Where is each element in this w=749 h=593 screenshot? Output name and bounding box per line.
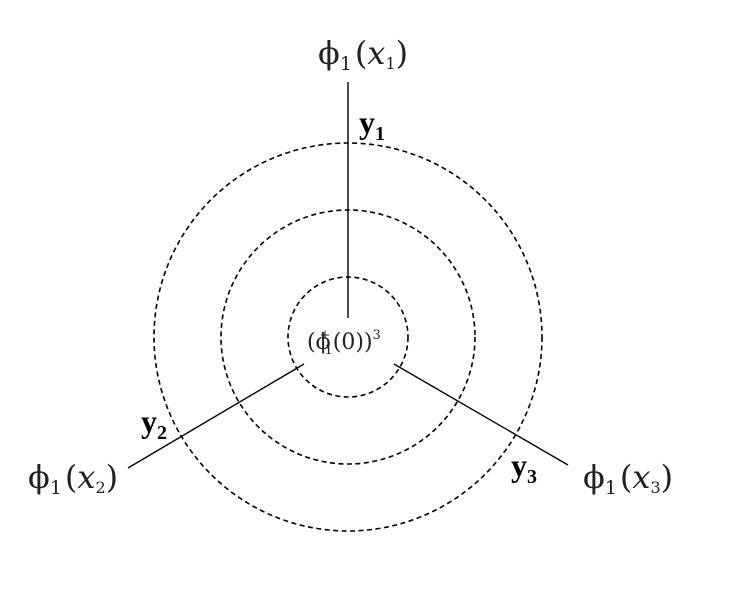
- external-point-x3-label: ϕ1(x3): [583, 458, 673, 499]
- leg-label-y2: y2: [141, 403, 167, 444]
- line-to-x2: [127, 363, 305, 469]
- external-point-x2-label: ϕ1(x2): [28, 458, 118, 499]
- propagator-lines: [127, 82, 569, 469]
- leg-label-y3: y3: [511, 447, 537, 488]
- leg-label-y1: y1: [359, 104, 385, 145]
- line-to-x3: [393, 363, 569, 466]
- center-vertex-label: (ϕ+1(0))3: [307, 328, 381, 358]
- external-point-x1-label: ϕ1(x1): [318, 34, 408, 75]
